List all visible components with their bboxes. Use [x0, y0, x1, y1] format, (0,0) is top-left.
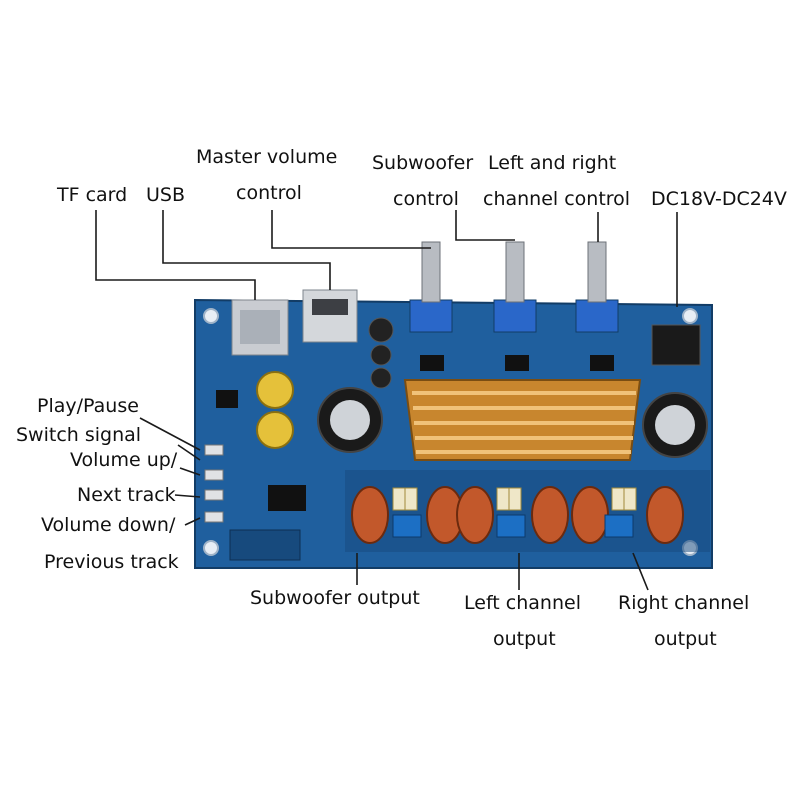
label-subwoofer-1: Subwoofer — [372, 152, 474, 174]
label-lr-2: channel control — [483, 188, 631, 210]
usb-port — [302, 289, 358, 343]
label-play-pause: Play/Pause — [37, 395, 139, 417]
label-lr-1: Left and right — [488, 152, 617, 174]
speaker-terminals — [392, 514, 634, 538]
label-volume-down: Volume down/ — [41, 514, 176, 536]
label-right-output-2: output — [654, 628, 717, 650]
label-left-output-2: output — [493, 628, 556, 650]
tact-buttons — [204, 444, 224, 523]
label-next-track: Next track — [77, 484, 176, 506]
yellow-capacitors — [256, 371, 294, 449]
label-tf-card: TF card — [57, 184, 128, 206]
large-capacitors — [317, 387, 708, 458]
potentiometers — [409, 241, 619, 333]
label-right-output-1: Right channel — [618, 592, 750, 614]
label-dc: DC18V-DC24V — [651, 188, 787, 210]
film-capacitors — [392, 487, 637, 511]
label-usb: USB — [146, 184, 186, 206]
heatsink — [403, 379, 642, 461]
label-master-volume-2: control — [236, 182, 302, 204]
label-left-output-1: Left channel — [464, 592, 581, 614]
label-master-volume-1: Master volume — [196, 146, 338, 168]
dc-jack — [651, 324, 701, 366]
label-volume-up: Volume up/ — [70, 449, 178, 471]
label-switch-signal: Switch signal — [16, 424, 142, 446]
bluetooth-antenna — [229, 529, 301, 561]
label-subwoofer-output: Subwoofer output — [250, 587, 420, 609]
chips — [216, 355, 614, 511]
small-capacitors — [368, 317, 394, 389]
label-previous-track: Previous track — [44, 551, 179, 573]
label-subwoofer-2: control — [393, 188, 459, 210]
inductor-coils — [351, 486, 684, 544]
